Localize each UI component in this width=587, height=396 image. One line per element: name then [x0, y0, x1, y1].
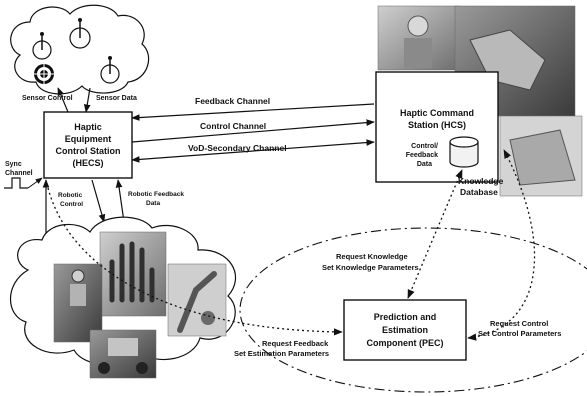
sensor-control-label: Sensor Control [22, 95, 73, 102]
feedback-channel-label: Feedback Channel [195, 96, 270, 106]
request-knowledge-label: Set Knowledge Parameters [322, 263, 419, 272]
antenna-sensor-icon [32, 32, 52, 60]
vod-secondary-channel-label: VoD-Secondary Channel [188, 143, 287, 153]
knowledge-database-label: Knowledge [458, 176, 504, 186]
hecs-title-line: (HECS) [73, 158, 104, 168]
request-control-label: Set Control Parameters [478, 329, 561, 338]
database-icon [449, 136, 479, 168]
hecs-title-line: Equipment [65, 134, 112, 144]
feedback-channel-arrow [131, 103, 375, 121]
request-feedback-label: Set Estimation Parameters [234, 349, 329, 358]
antenna-sensor-icon [69, 18, 91, 49]
hcs-title-line: Station (HCS) [408, 120, 466, 130]
request-feedback-arrow [47, 187, 343, 336]
request-control-arrow [467, 149, 536, 341]
sensor-cloud: Sensor Control Sensor Data [10, 4, 150, 102]
target-sensor-icon [32, 62, 56, 86]
robotic-feedback-arrow [115, 179, 125, 223]
robotic-feedback-label: Data [146, 200, 160, 207]
request-knowledge-arrow [407, 169, 463, 299]
hecs-title-line: Haptic [74, 122, 102, 132]
hcs-box: Haptic Command Station (HCS) Control/ Fe… [375, 71, 499, 183]
knowledge-database-label: Database [460, 187, 498, 197]
pec-box: Prediction and Estimation Component (PEC… [343, 299, 467, 361]
sync-arrow [27, 177, 43, 189]
hecs-box: Haptic Equipment Control Station (HECS) [43, 111, 133, 179]
robotic-control-label: Robotic [58, 192, 83, 199]
hecs-title-line: Control Station [56, 146, 121, 156]
request-knowledge-label: Request Knowledge [336, 252, 408, 261]
hcs-photos [377, 5, 583, 197]
robot-cloud [10, 216, 237, 379]
antenna-sensor-icon [100, 56, 120, 84]
control-channel-arrow [131, 119, 375, 143]
pec-title-line: Component (PEC) [367, 338, 444, 348]
vod-secondary-channel-arrow [131, 139, 375, 163]
sync-pulse-icon [4, 177, 28, 189]
request-control-label: Request Control [490, 319, 548, 328]
sensor-data-label: Sensor Data [96, 95, 137, 102]
robotic-control-arrow [91, 179, 106, 223]
control-feedback-data-label: Data [417, 161, 432, 168]
request-feedback-label: Request Feedback [262, 339, 329, 348]
robot-arm-photo [167, 263, 227, 337]
sync-channel-label: Channel [5, 170, 33, 177]
hcs-title-line: Haptic Command [400, 108, 474, 118]
control-channel-label: Control Channel [200, 121, 266, 131]
sensor-control-arrow [57, 87, 69, 113]
robotic-feedback-label: Robotic Feedback [128, 191, 184, 198]
pec-title-line: Estimation [382, 325, 428, 335]
robotic-control-label: Control [60, 201, 83, 208]
sync-channel-label: Sync [5, 161, 22, 168]
control-feedback-data-label: Control/ [411, 143, 438, 150]
pec-title-line: Prediction and [374, 312, 437, 322]
control-feedback-data-label: Feedback [406, 152, 438, 159]
sensor-data-arrow [83, 87, 91, 113]
